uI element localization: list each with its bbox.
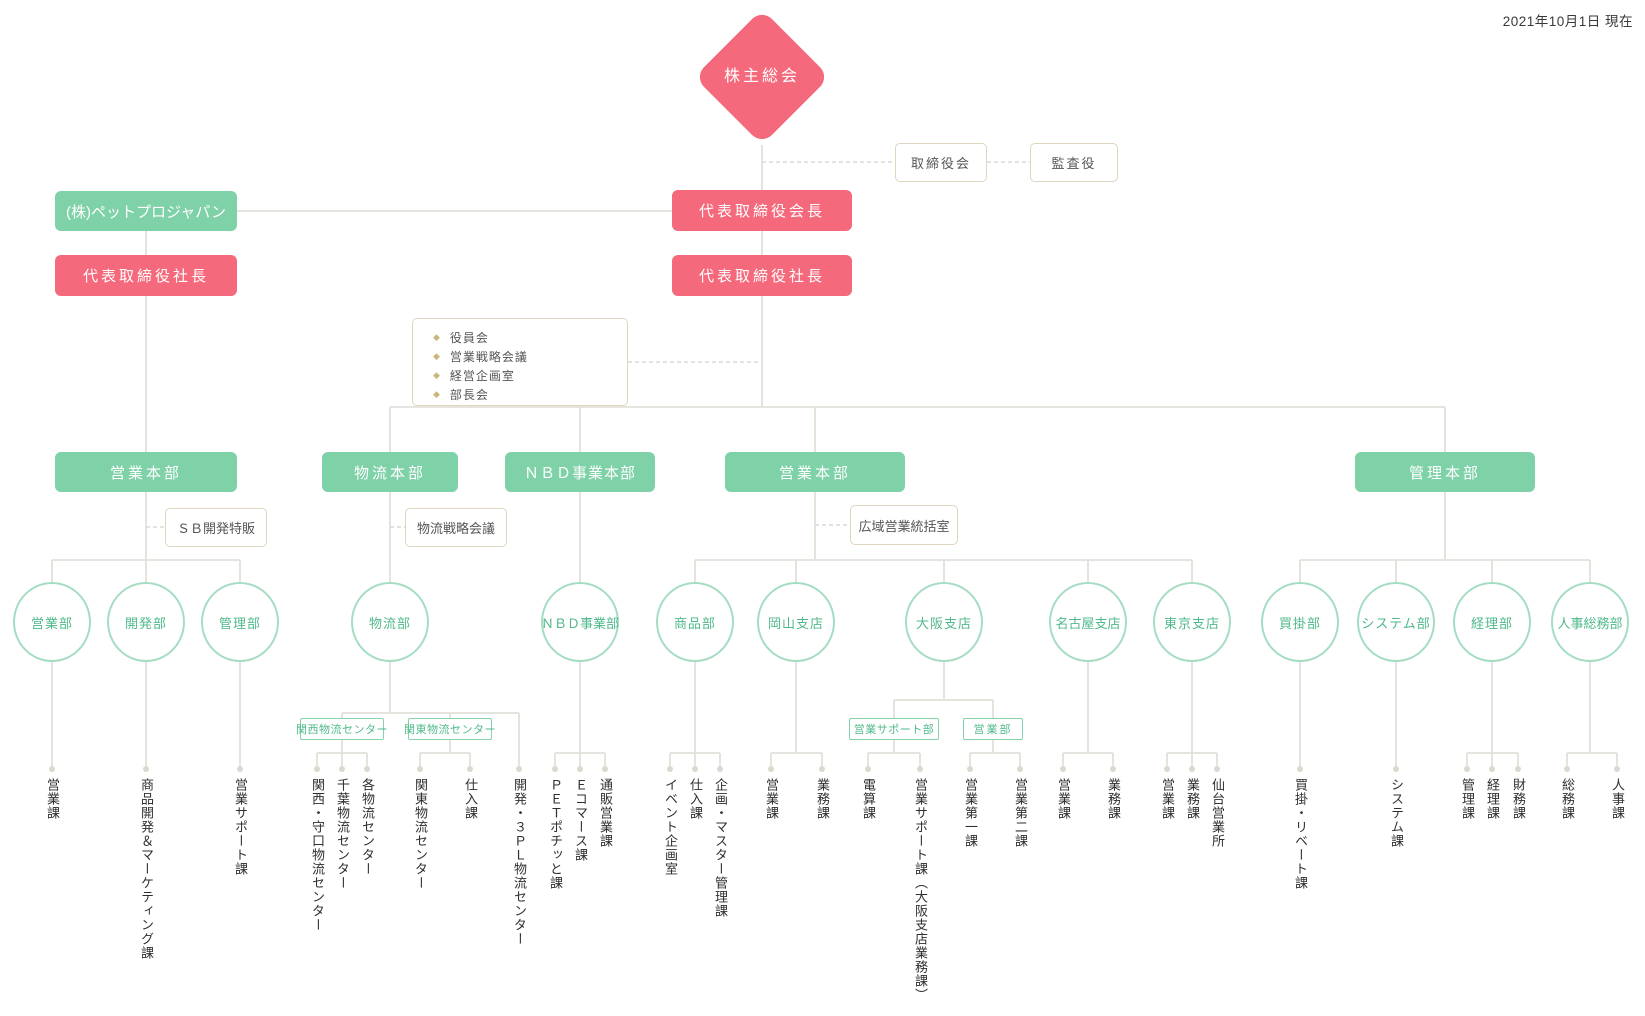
leaf-label: 買掛・リベート課 bbox=[1293, 778, 1308, 890]
division-box-admin-hq: 管理本部 bbox=[1355, 452, 1535, 492]
division-box-sales-hq: 営業本部 bbox=[725, 452, 905, 492]
group-company-box: (株)ペットプロジャパン bbox=[55, 191, 237, 231]
division-box-sales-hq-left: 営業本部 bbox=[55, 452, 237, 492]
leaf-label: 企画・マスター管理課 bbox=[713, 778, 728, 918]
department-circle: 管理部 bbox=[201, 582, 279, 662]
diamond-bullet-icon: ◆ bbox=[433, 370, 441, 380]
department-circle: 営業部 bbox=[13, 582, 91, 662]
leaf-label: 営業課 bbox=[1160, 778, 1175, 820]
leaf-label: 営業サポート課（大阪支店業務課） bbox=[913, 778, 928, 1002]
sub-office-box: 関西物流センター bbox=[296, 718, 388, 740]
department-circle: 商品部 bbox=[656, 582, 734, 662]
leaf-label: 開発・３ＰＬ物流センター bbox=[512, 778, 527, 946]
leaf-label: 財務課 bbox=[1511, 778, 1526, 820]
department-circle: 人事総務部 bbox=[1551, 582, 1629, 662]
diamond-bullet-icon: ◆ bbox=[433, 351, 441, 361]
leaf-label: 業務課 bbox=[1106, 778, 1121, 820]
auditor-box: 監査役 bbox=[1030, 143, 1118, 182]
department-circle: 名古屋支店 bbox=[1049, 582, 1127, 662]
department-circle: 大阪支店 bbox=[905, 582, 983, 662]
leaf-label: 千葉物流センター bbox=[335, 778, 350, 890]
staff-box-logistics-strategy: 物流戦略会議 bbox=[405, 508, 507, 547]
leaf-label: ＰＥＴポチッと課 bbox=[548, 778, 563, 890]
department-circle: 岡山支店 bbox=[757, 582, 835, 662]
leaf-label: 営業課 bbox=[1056, 778, 1071, 820]
sub-office-box: 関東物流センター bbox=[404, 718, 496, 740]
leaf-label: 経理課 bbox=[1485, 778, 1500, 820]
leaf-label: 営業課 bbox=[764, 778, 779, 820]
as-of-date: 2021年10月1日 現在 bbox=[1502, 14, 1633, 29]
leaf-label: 仕入課 bbox=[688, 778, 703, 820]
committee-item: 経営企画室 bbox=[449, 369, 515, 383]
board-of-directors-box: 取締役会 bbox=[895, 143, 987, 182]
leaf-label: 営業第一課 bbox=[963, 778, 978, 848]
leaf-label: イベント企画室 bbox=[663, 778, 678, 876]
department-circle: ＮＢＤ事業部 bbox=[541, 582, 619, 662]
staff-box-sb-development: ＳＢ開発特販 bbox=[165, 508, 267, 547]
department-circle: 買掛部 bbox=[1261, 582, 1339, 662]
division-box-nbd-hq: ＮＢＤ事業本部 bbox=[505, 452, 655, 492]
department-circle: 東京支店 bbox=[1153, 582, 1231, 662]
president-box: 代表取締役社長 bbox=[672, 255, 852, 296]
leaf-label: 関西・守口物流センター bbox=[310, 778, 325, 932]
leaf-label: 通販営業課 bbox=[598, 778, 613, 848]
chairman-box: 代表取締役会長 bbox=[672, 190, 852, 231]
leaf-label: 人事課 bbox=[1610, 778, 1625, 820]
staff-box-wide-area-sales: 広域営業統括室 bbox=[850, 505, 958, 545]
division-box-logistics-hq: 物流本部 bbox=[322, 452, 458, 492]
diamond-bullet-icon: ◆ bbox=[433, 389, 441, 399]
leaf-label: 営業第二課 bbox=[1013, 778, 1028, 848]
sub-office-box: 営業サポート部 bbox=[849, 718, 939, 740]
leaf-label: 総務課 bbox=[1560, 778, 1575, 820]
committee-item: 営業戦略会議 bbox=[449, 350, 528, 364]
group-president-box: 代表取締役社長 bbox=[55, 255, 237, 296]
department-circle: システム部 bbox=[1357, 582, 1435, 662]
leaf-label: 関東物流センター bbox=[413, 778, 428, 890]
leaf-label: 仕入課 bbox=[463, 778, 478, 820]
department-circle: 物流部 bbox=[351, 582, 429, 662]
leaf-label: 業務課 bbox=[815, 778, 830, 820]
leaf-label: 管理課 bbox=[1460, 778, 1475, 820]
department-circle: 開発部 bbox=[107, 582, 185, 662]
leaf-label: 営業サポート課 bbox=[233, 778, 248, 876]
leaf-label: 業務課 bbox=[1185, 778, 1200, 820]
leaf-label: 商品開発＆マーケティング課 bbox=[139, 778, 154, 960]
committee-item: 役員会 bbox=[449, 331, 489, 345]
department-circle: 経理部 bbox=[1453, 582, 1531, 662]
leaf-label: 各物流センター bbox=[360, 778, 375, 876]
leaf-label: Ｅコマース課 bbox=[573, 778, 588, 862]
shareholders-meeting-label: 株主総会 bbox=[723, 68, 800, 85]
diamond-bullet-icon: ◆ bbox=[433, 332, 441, 342]
leaf-label: 仙台営業所 bbox=[1210, 778, 1225, 848]
committee-item: 部長会 bbox=[449, 388, 489, 402]
committees-box: ◆ 役員会 ◆ 営業戦略会議 ◆ 経営企画室 ◆ 部長会 bbox=[412, 318, 628, 406]
leaf-label: 営業課 bbox=[45, 778, 60, 820]
leaf-label: システム課 bbox=[1389, 778, 1404, 848]
sub-office-box: 営業部 bbox=[963, 718, 1023, 740]
leaf-label: 電算課 bbox=[861, 778, 876, 820]
